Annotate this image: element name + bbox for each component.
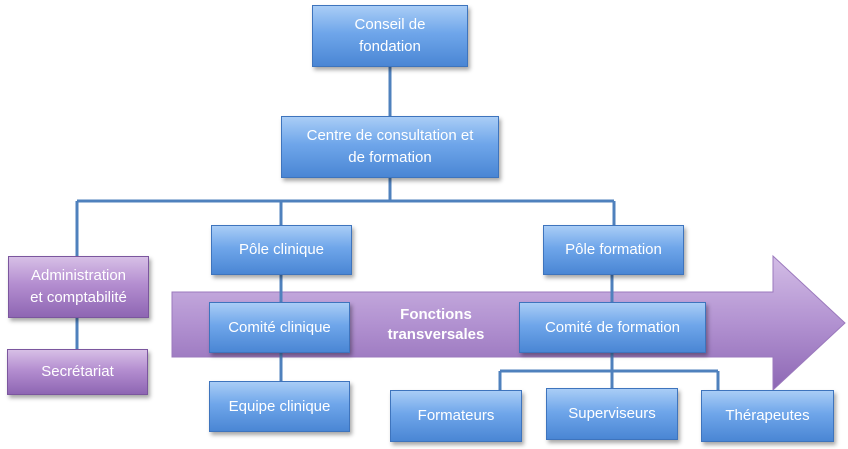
node-therapeutes-label: Thérapeutes	[725, 407, 810, 424]
node-comite-formation-label: Comité de formation	[544, 318, 681, 336]
node-equipe-clinique-label: Equipe clinique	[228, 397, 331, 415]
node-administration-label: Administration et comptabilité	[30, 267, 127, 306]
connector-lines	[75, 67, 720, 390]
node-formateurs: Formateurs	[390, 390, 522, 442]
node-pole-formation: Pôle formation	[543, 225, 684, 275]
node-equipe-clinique: Equipe clinique	[209, 381, 350, 432]
node-comite-clinique: Comité clinique	[209, 302, 350, 353]
node-conseil-fondation: Conseil de fondation	[312, 5, 468, 67]
node-centre-consultation: Centre de consultation et de formation	[281, 116, 499, 178]
node-conseil-fondation-label: Conseil de fondation	[354, 16, 426, 55]
node-administration: Administration et comptabilité	[8, 256, 149, 318]
node-formateurs-label: Formateurs	[417, 407, 495, 424]
node-secretariat: Secrétariat	[7, 349, 148, 395]
node-superviseurs: Superviseurs	[546, 388, 678, 440]
node-secretariat-label: Secrétariat	[41, 363, 114, 380]
transversal-label: Fonctions transversales	[387, 306, 485, 343]
node-pole-clinique: Pôle clinique	[211, 225, 352, 275]
transversal-arrow	[171, 254, 846, 392]
node-comite-clinique-label: Comité clinique	[228, 318, 331, 336]
node-therapeutes: Thérapeutes	[701, 390, 834, 442]
node-superviseurs-label: Superviseurs	[568, 405, 656, 422]
node-pole-formation-label: Pôle formation	[565, 241, 662, 258]
node-comite-formation: Comité de formation	[519, 302, 706, 353]
node-pole-clinique-label: Pôle clinique	[238, 241, 325, 258]
node-centre-consultation-label: Centre de consultation et de formation	[306, 127, 474, 166]
